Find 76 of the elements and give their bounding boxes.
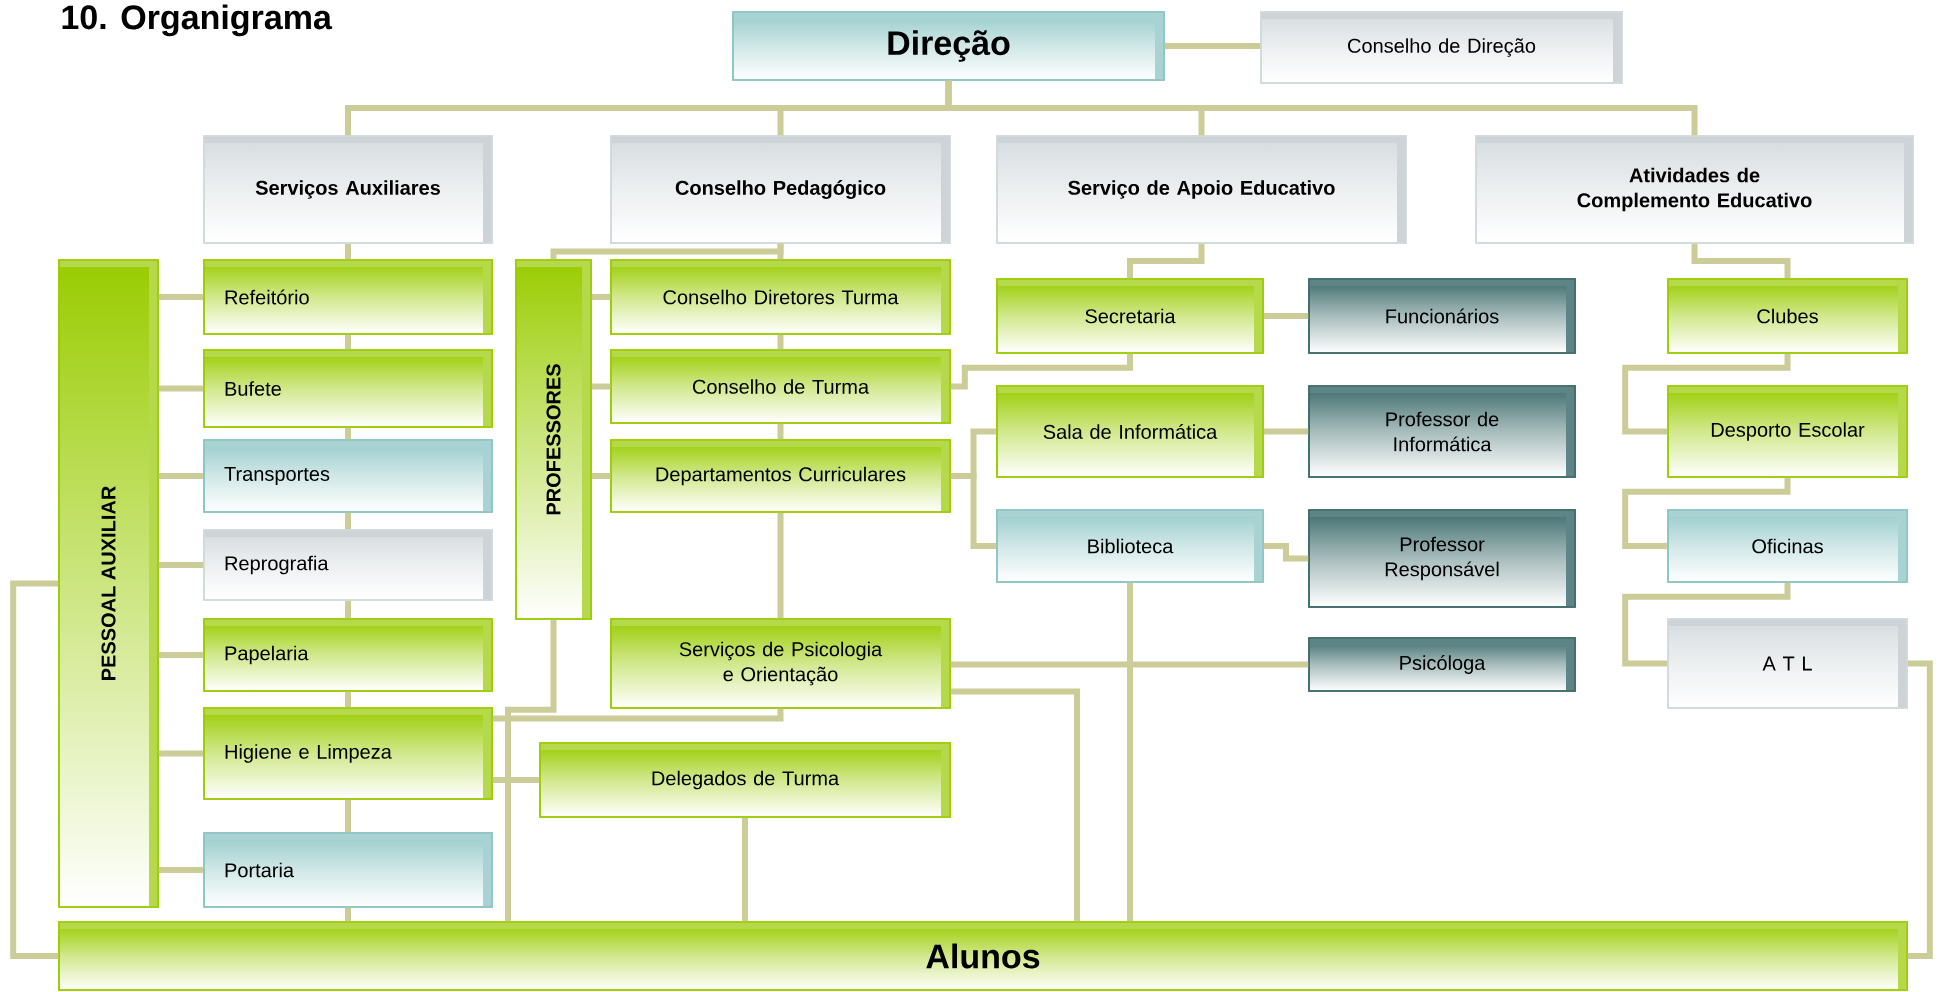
connector-line xyxy=(742,817,748,922)
org-box: Papelaria xyxy=(203,618,493,692)
connector-line xyxy=(1691,243,1791,279)
connector-line xyxy=(158,652,204,658)
org-box: Direção xyxy=(732,11,1165,81)
connector-line xyxy=(492,708,784,722)
org-box: Alunos xyxy=(58,921,1908,991)
connector-line xyxy=(345,907,351,922)
connector-line xyxy=(345,334,351,350)
connector-line xyxy=(1907,660,1933,959)
connector-line xyxy=(1164,43,1261,49)
connector-line xyxy=(158,473,204,479)
page-title: 10. Organigrama xyxy=(62,4,333,37)
connector-line xyxy=(10,580,59,959)
org-box: Serviços Auxiliares xyxy=(203,135,493,244)
connector-line xyxy=(777,512,784,619)
connector-line xyxy=(1127,243,1205,279)
org-box: Psicóloga xyxy=(1308,637,1576,692)
connector-line xyxy=(345,427,351,440)
org-box: Conselho de Turma xyxy=(610,349,951,424)
org-box: Reprografia xyxy=(203,529,493,601)
connector-line xyxy=(591,294,611,300)
connector-line xyxy=(345,512,351,530)
connector-line xyxy=(777,423,784,440)
vertical-band: PROFESSORES xyxy=(515,259,592,620)
org-box: Serviço de Apoio Educativo xyxy=(996,135,1407,244)
connector-line xyxy=(345,600,351,619)
org-box: Delegados de Turma xyxy=(539,742,951,818)
connector-line xyxy=(945,80,1698,136)
org-box: Conselho Diretores Turma xyxy=(610,259,951,335)
org-box: Biblioteca xyxy=(996,509,1264,583)
connector-line xyxy=(1622,477,1791,549)
connector-line xyxy=(492,777,540,783)
org-box: Transportes xyxy=(203,439,493,513)
org-box: Portaria xyxy=(203,832,493,908)
connector-line xyxy=(1263,543,1309,562)
connector-line xyxy=(591,473,611,479)
org-box: Refeitório xyxy=(203,259,493,335)
connector-line xyxy=(1263,428,1309,435)
org-box: Secretaria xyxy=(996,278,1264,354)
connector-line xyxy=(1622,582,1791,667)
connector-line xyxy=(158,750,204,757)
org-box: Funcionários xyxy=(1308,278,1576,354)
org-box: Sala de Informática xyxy=(996,385,1264,478)
org-box: Desporto Escolar xyxy=(1667,385,1908,478)
org-box: Atividades de Complemento Educativo xyxy=(1475,135,1914,244)
connector-line xyxy=(1127,582,1133,922)
org-box: Conselho Pedagógico xyxy=(610,135,951,244)
connector-line xyxy=(158,294,204,300)
connector-line xyxy=(777,334,784,350)
connector-line xyxy=(591,383,611,390)
vertical-band: PESSOAL AUXILIAR xyxy=(58,259,159,908)
connector-line xyxy=(950,688,1080,922)
org-box: Clubes xyxy=(1667,278,1908,354)
connector-line xyxy=(345,799,351,833)
connector-line xyxy=(550,243,784,260)
connector-line xyxy=(345,243,351,260)
connector-line xyxy=(158,867,204,873)
org-box: Serviços de Psicologia e Orientação xyxy=(610,618,951,709)
connector-line xyxy=(505,619,557,922)
connector-line xyxy=(1263,313,1309,319)
org-box: Higiene e Limpeza xyxy=(203,707,493,800)
connector-line xyxy=(950,661,1309,668)
org-box: Oficinas xyxy=(1667,509,1908,583)
org-box: Conselho de Direção xyxy=(1260,11,1623,84)
org-box: Departamentos Curriculares xyxy=(610,439,951,513)
connector-line xyxy=(158,562,204,568)
connector-line xyxy=(1622,353,1791,435)
org-box: Professor de Informática xyxy=(1308,385,1576,478)
connector-line xyxy=(950,473,997,549)
connector-line xyxy=(950,353,1133,390)
connector-line xyxy=(158,385,204,392)
org-box: A T L xyxy=(1667,618,1908,709)
org-box: Professor Responsável xyxy=(1308,509,1576,608)
org-box: Bufete xyxy=(203,349,493,428)
connector-line xyxy=(345,691,351,708)
